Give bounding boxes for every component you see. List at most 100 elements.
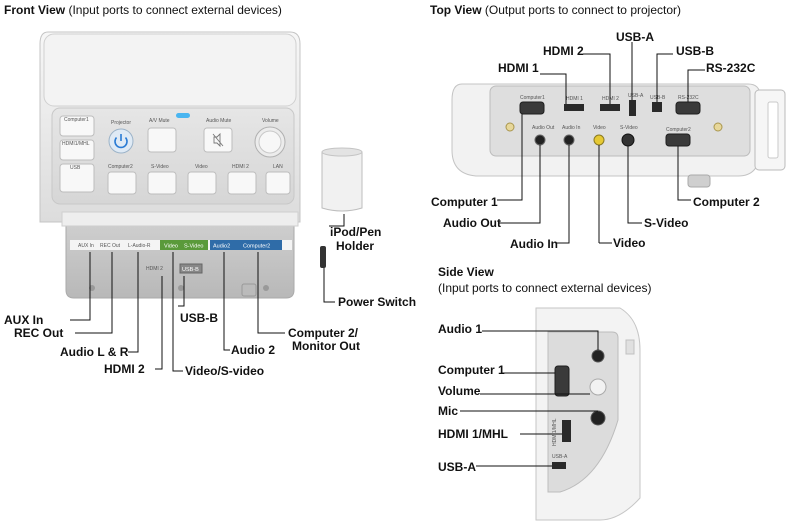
top-computer2-label: Computer2 bbox=[666, 127, 691, 133]
computer1-vga-port bbox=[519, 101, 545, 115]
side-volume-knob[interactable] bbox=[589, 378, 607, 396]
label-power-switch: Power Switch bbox=[338, 295, 417, 309]
top-view-heading: Top View bbox=[430, 3, 482, 17]
usb-b-port-top bbox=[652, 102, 662, 112]
top-audio-in-label: Audio In bbox=[562, 125, 581, 131]
hdmi1-mhl-port bbox=[562, 420, 571, 442]
lan-button[interactable] bbox=[265, 171, 291, 195]
strip-computer2: Computer2 bbox=[243, 244, 270, 250]
audio-in-jack bbox=[563, 134, 575, 146]
usb-button-label: USB bbox=[70, 165, 81, 171]
computer1-button-label: Computer1 bbox=[64, 117, 89, 123]
video-button-label: Video bbox=[195, 164, 208, 170]
video-rca-jack bbox=[593, 134, 605, 146]
hdmi2-button-label: HDMI 2 bbox=[232, 164, 249, 170]
top-view-title: Top View (Output ports to connect to pro… bbox=[430, 3, 681, 17]
hdmi1-mhl-button[interactable] bbox=[59, 139, 95, 161]
top-leader-lines bbox=[497, 42, 705, 244]
label-audio-l-r: Audio L & R bbox=[60, 345, 129, 359]
power-icon bbox=[114, 136, 128, 149]
computer2-vga-port bbox=[665, 133, 691, 147]
video-button[interactable] bbox=[187, 171, 217, 195]
speaker-mute-icon bbox=[212, 132, 224, 148]
label-top-audio-in: Audio In bbox=[510, 237, 558, 251]
top-screw-left bbox=[505, 122, 515, 132]
computer2-button-label: Computer2 bbox=[108, 164, 133, 170]
strip-rec-out: REC Out bbox=[100, 243, 121, 249]
strip-s-video: S-Video bbox=[184, 244, 203, 250]
audio-mute-button-label: Audio Mute bbox=[206, 118, 232, 124]
usb-b-port-label: USB-B bbox=[182, 267, 199, 273]
label-video-s-video: Video/S-video bbox=[185, 364, 265, 378]
screw-right bbox=[263, 285, 269, 291]
cable-clamp bbox=[241, 283, 257, 297]
top-hdmi1-label: HDMI 1 bbox=[566, 96, 583, 102]
side-usb-a-port-label: USB-A bbox=[552, 454, 568, 460]
top-audio-out-label: Audio Out bbox=[532, 125, 555, 131]
label-top-usb-a: USB-A bbox=[616, 30, 654, 44]
side-view-subtitle: (Input ports to connect external devices… bbox=[438, 281, 652, 295]
label-aux-in: AUX In bbox=[4, 313, 44, 327]
label-top-hdmi-1: HDMI 1 bbox=[498, 61, 539, 75]
top-s-video-label: S-Video bbox=[620, 125, 638, 131]
av-mute-button-label: A/V Mute bbox=[149, 118, 170, 124]
computer1-button[interactable] bbox=[59, 115, 95, 137]
av-mute-button[interactable] bbox=[147, 127, 177, 153]
computer2-button[interactable] bbox=[107, 171, 137, 195]
hdmi-mhl-button-label: HDMI1/MHL bbox=[62, 141, 90, 147]
label-top-computer-1: Computer 1 bbox=[431, 195, 498, 209]
label-monitor-out: Monitor Out bbox=[292, 339, 360, 353]
label-ipod-pen: iPod/Pen bbox=[330, 225, 382, 239]
s-video-jack bbox=[621, 133, 635, 147]
lan-button-label: LAN bbox=[273, 164, 283, 170]
screw-mid bbox=[178, 285, 184, 291]
top-view-subtitle: (Output ports to connect to projector) bbox=[484, 3, 682, 17]
side-leader-lines bbox=[460, 330, 599, 467]
power-switch[interactable] bbox=[320, 246, 326, 268]
label-side-audio-1: Audio 1 bbox=[438, 322, 482, 336]
front-view-title: Front View (Input ports to connect exter… bbox=[4, 3, 282, 17]
label-top-s-video: S-Video bbox=[644, 216, 689, 230]
label-side-hdmi-1-mhl: HDMI 1/MHL bbox=[438, 427, 508, 441]
strip-audio2-computer2-box bbox=[210, 240, 282, 250]
volume-knob-label: Volume bbox=[262, 118, 279, 124]
usb-a-port bbox=[629, 100, 636, 116]
hdmi2-port bbox=[600, 104, 620, 111]
top-computer1-label: Computer1 bbox=[520, 95, 545, 101]
av-mute-indicator bbox=[176, 113, 190, 118]
label-top-hdmi-2: HDMI 2 bbox=[543, 44, 584, 58]
hdmi1-port bbox=[564, 104, 584, 111]
label-computer-2: Computer 2/ bbox=[288, 326, 359, 340]
side-view-title: Side View bbox=[438, 265, 494, 279]
ipod-pen-holder[interactable] bbox=[321, 151, 363, 212]
front-unit-lid bbox=[43, 33, 297, 107]
label-top-computer-2: Computer 2 bbox=[693, 195, 760, 209]
label-side-usb-a: USB-A bbox=[438, 460, 476, 474]
usb-button[interactable] bbox=[59, 163, 95, 193]
label-rec-out: REC Out bbox=[14, 326, 64, 340]
audio1-jack bbox=[591, 349, 605, 363]
rs232c-port bbox=[675, 101, 701, 115]
label-usb-b: USB-B bbox=[180, 311, 218, 325]
front-view-subtitle: (Input ports to connect external devices… bbox=[68, 3, 282, 17]
s-video-button[interactable] bbox=[147, 171, 177, 195]
mic-jack bbox=[590, 410, 606, 426]
side-computer1-vga-port bbox=[554, 365, 570, 397]
label-side-mic: Mic bbox=[438, 404, 459, 418]
top-foot bbox=[687, 174, 711, 188]
hdmi2-port-label: HDMI 2 bbox=[146, 266, 163, 272]
top-hdmi2-label: HDMI 2 bbox=[602, 96, 619, 102]
label-side-volume: Volume bbox=[438, 384, 481, 398]
front-leader-lines bbox=[70, 214, 345, 372]
side-usb-a-port bbox=[552, 462, 566, 469]
top-screw-right bbox=[713, 122, 723, 132]
label-top-video: Video bbox=[613, 236, 646, 250]
s-video-button-label: S-Video bbox=[151, 164, 169, 170]
hdmi2-button[interactable] bbox=[227, 171, 257, 195]
top-usb-b-label: USB-B bbox=[650, 95, 666, 101]
label-top-audio-out: Audio Out bbox=[443, 216, 501, 230]
top-usb-a-label: USB-A bbox=[628, 93, 644, 99]
label-hdmi-2: HDMI 2 bbox=[104, 362, 145, 376]
top-video-label: Video bbox=[593, 125, 606, 131]
